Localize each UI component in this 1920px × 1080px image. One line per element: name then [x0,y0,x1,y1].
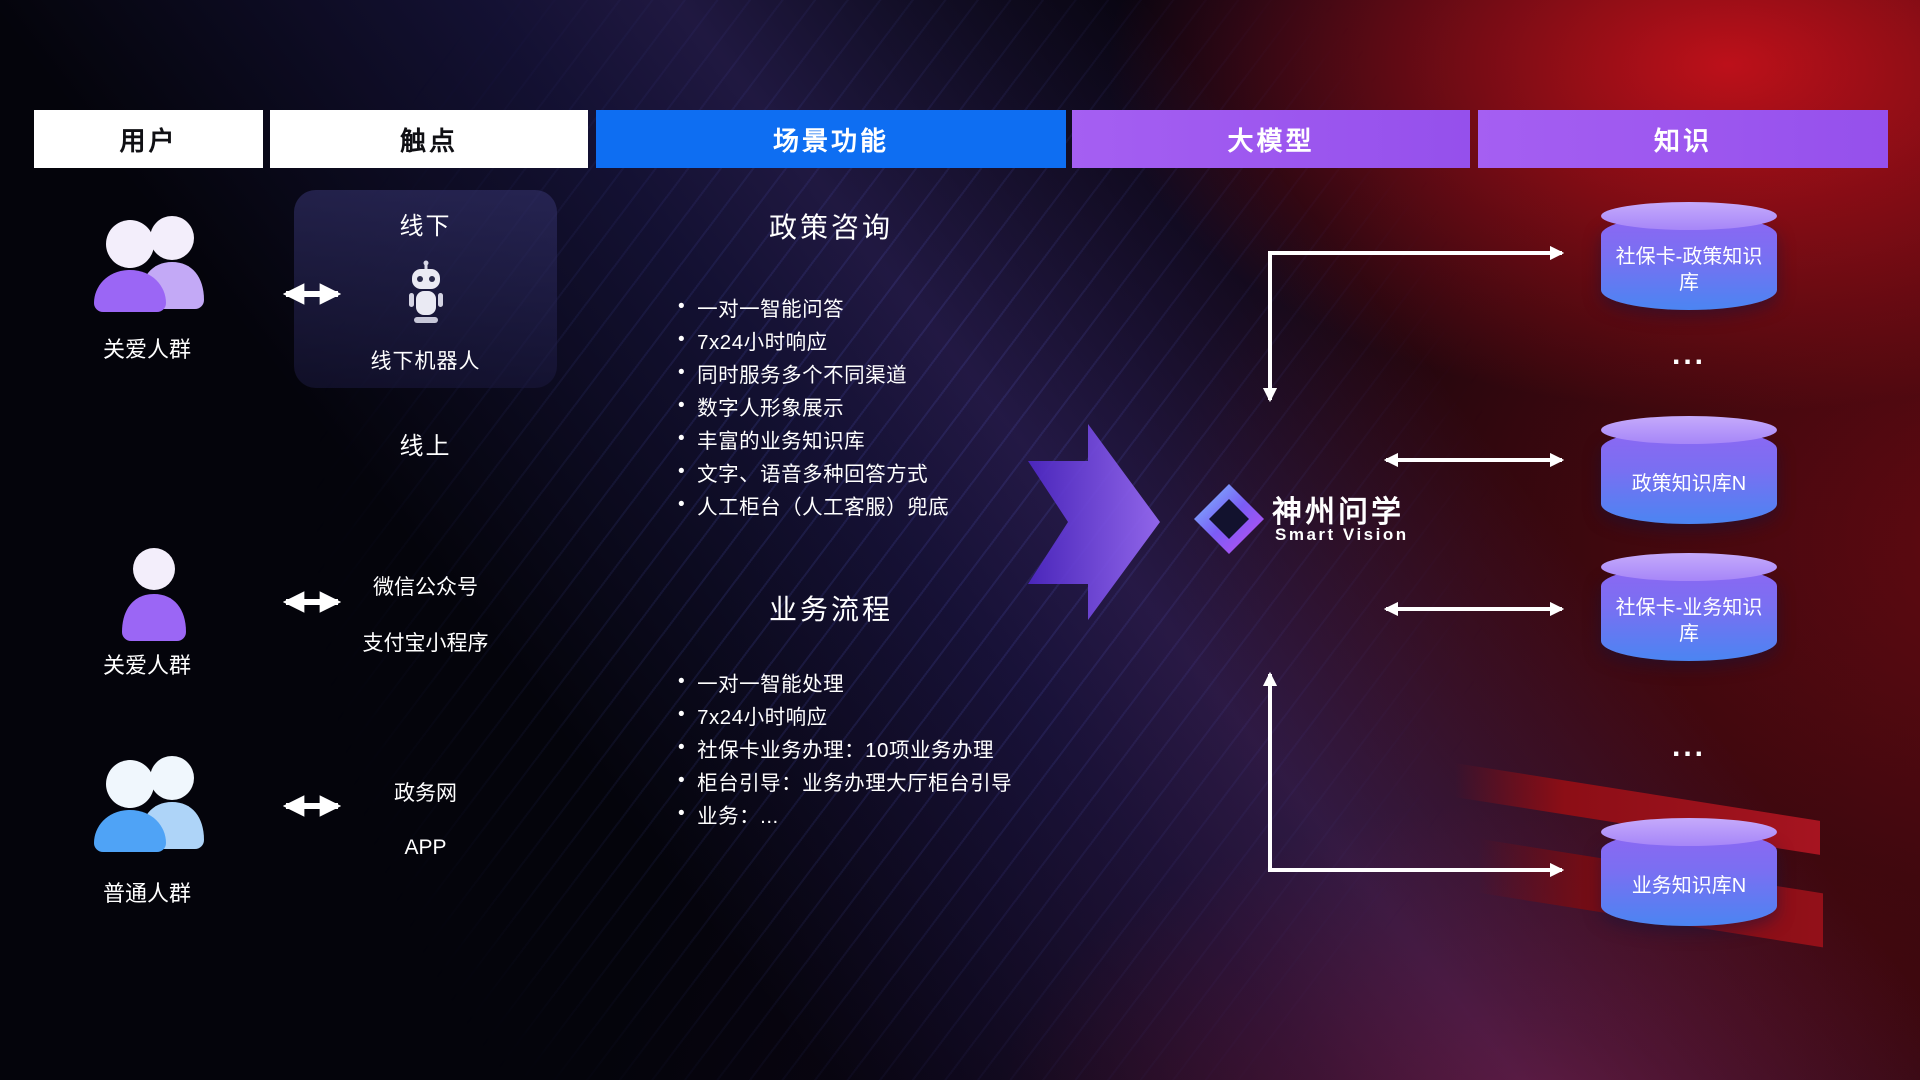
user-group-2-label: 关爱人群 [102,653,191,678]
offline-robot-label: 线下机器人 [370,350,481,373]
database-cap [1601,553,1777,581]
database-cylinder-1: 社保卡-政策知识库 [1601,202,1777,310]
database-cylinder-3: 社保卡-业务知识库 [1601,553,1777,661]
database-cap [1601,416,1777,444]
column-header-users: 用户 [34,110,263,168]
column-header-knowledge: 知识 [1478,110,1888,168]
policy-item: 数字人形象展示 [678,389,949,422]
offline-title: 线下 [399,213,452,240]
policy-section-title: 政策咨询 [768,212,893,243]
channel-wechat: 微信公众号 [373,576,478,599]
channel-app: APP [404,836,447,859]
business-item: 7x24小时响应 [678,698,1012,731]
group-purple-icon [94,216,204,312]
model-subtitle: Smart Vision [1275,525,1409,544]
database-label: 社保卡-政策知识库 [1615,246,1763,294]
database-cap [1601,202,1777,230]
business-item: 业务：... [678,797,1012,830]
column-header-scenes: 场景功能 [596,110,1066,168]
database-label: 业务知识库N [1631,875,1747,897]
column-header-model: 大模型 [1072,110,1470,168]
online-title: 线上 [399,433,452,460]
column-header-touchpoints: 触点 [270,110,588,168]
database-cylinder-2: 政策知识库N [1601,416,1777,524]
business-item: 社保卡业务办理：10项业务办理 [678,731,1012,764]
policy-item: 丰富的业务知识库 [678,422,949,455]
database-icon [1601,831,1777,926]
policy-item: 7x24小时响应 [678,323,949,356]
business-item: 柜台引导：业务办理大厅柜台引导 [678,764,1012,797]
knowledge-ellipsis-2: ... [1671,730,1706,763]
business-feature-list: 一对一智能处理 7x24小时响应 社保卡业务办理：10项业务办理 柜台引导：业务… [678,665,1012,830]
user-group-1-label: 关爱人群 [102,337,191,362]
person-purple-icon [122,548,186,641]
database-label: 政策知识库N [1631,473,1747,495]
user-group-3-label: 普通人群 [102,881,191,906]
policy-item: 文字、语音多种回答方式 [678,455,949,488]
group-blue-icon [94,756,204,852]
database-cap [1601,818,1777,846]
database-label: 社保卡-业务知识库 [1615,597,1763,645]
business-item: 一对一智能处理 [678,665,1012,698]
business-section-title: 业务流程 [768,594,893,625]
database-cylinder-4: 业务知识库N [1601,818,1777,926]
robot-icon [408,260,443,323]
model-logo-icon [1194,484,1264,554]
channel-alipay: 支付宝小程序 [362,632,489,655]
policy-item: 人工柜台（人工客服）兜底 [678,488,949,521]
database-icon [1601,566,1777,661]
policy-feature-list: 一对一智能问答 7x24小时响应 同时服务多个不同渠道 数字人形象展示 丰富的业… [678,290,949,521]
model-name: 神州问学 [1272,496,1404,529]
channel-gov-site: 政务网 [394,782,457,805]
offline-touchpoint-card: 线下 线下机器人 [294,190,557,388]
knowledge-ellipsis-1: ... [1671,338,1706,371]
policy-item: 一对一智能问答 [678,290,949,323]
database-icon [1601,215,1777,310]
database-icon [1601,429,1777,524]
policy-item: 同时服务多个不同渠道 [678,356,949,389]
